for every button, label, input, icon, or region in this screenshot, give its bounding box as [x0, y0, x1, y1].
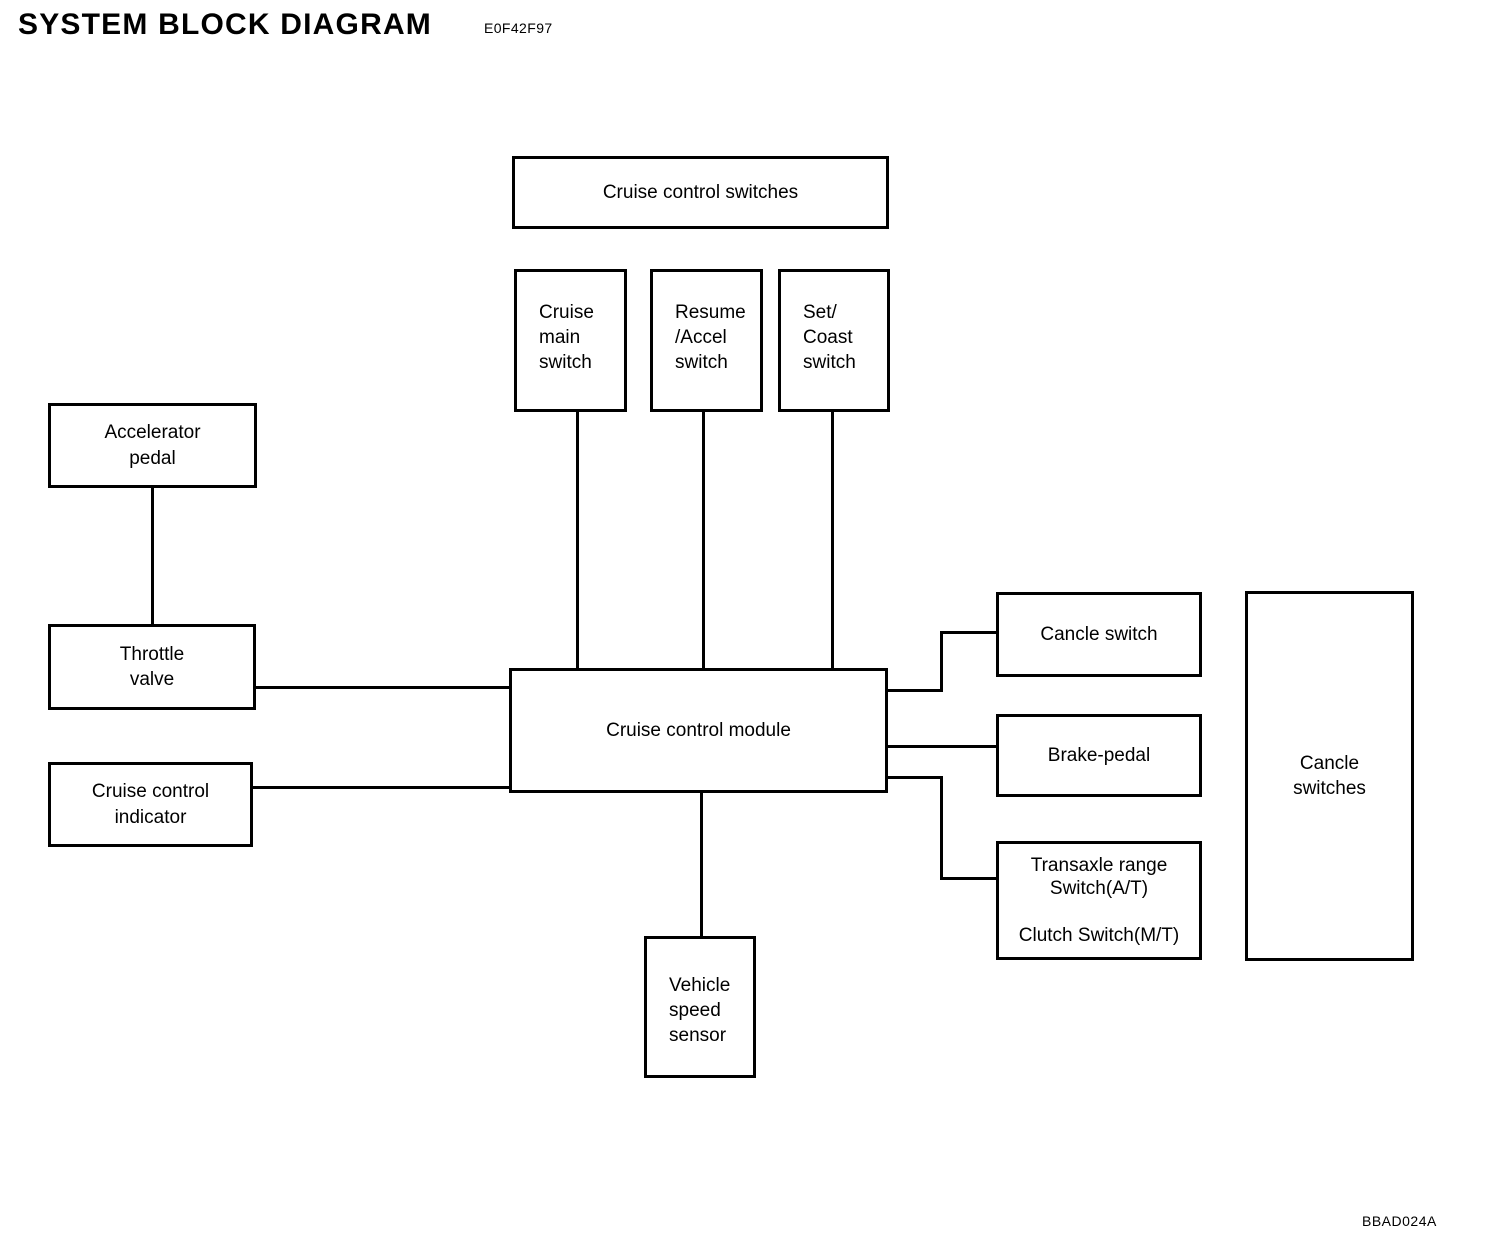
- block-vehicle-speed-sensor-label: Vehicle speed sensor: [669, 975, 731, 1047]
- page-title: SYSTEM BLOCK DIAGRAM: [18, 8, 432, 41]
- block-cruise-main-switch[interactable]: Cruise main switch: [514, 269, 627, 412]
- block-throttle-valve-label: Throttle valve: [119, 643, 185, 690]
- connector-cancle-switch-lead: [940, 631, 999, 634]
- block-set-coast-switch[interactable]: Set/ Coast switch: [778, 269, 890, 412]
- block-transaxle-clutch-switch[interactable]: Transaxle range Switch(A/T) Clutch Switc…: [996, 841, 1202, 960]
- block-transaxle-clutch-switch-label: Transaxle range Switch(A/T) Clutch Switc…: [1018, 855, 1180, 946]
- connector-module-to-cancle-switch-stub: [885, 689, 943, 692]
- block-brake-pedal-label: Brake-pedal: [1047, 744, 1151, 766]
- block-throttle-valve[interactable]: Throttle valve: [48, 624, 256, 710]
- connector-module-to-cancle-switch-riser: [940, 631, 943, 692]
- block-resume-accel-switch-label: Resume /Accel switch: [675, 302, 746, 374]
- block-cruise-control-module[interactable]: Cruise control module: [509, 668, 888, 793]
- block-accelerator-pedal[interactable]: Accelerator pedal: [48, 403, 257, 488]
- block-cruise-main-switch-label: Cruise main switch: [539, 302, 594, 374]
- footer-reference-code: BBAD024A: [1362, 1213, 1437, 1229]
- connector-transaxle-switch-lead: [940, 877, 999, 880]
- block-cruise-control-indicator[interactable]: Cruise control indicator: [48, 762, 253, 847]
- block-cruise-control-switches[interactable]: Cruise control switches: [512, 156, 889, 229]
- block-cruise-control-switches-label: Cruise control switches: [602, 181, 799, 203]
- block-cruise-control-indicator-label: Cruise control indicator: [91, 781, 210, 828]
- block-cancle-switch-label: Cancle switch: [1040, 623, 1158, 645]
- block-set-coast-switch-label: Set/ Coast switch: [803, 302, 856, 374]
- block-accelerator-pedal-label: Accelerator pedal: [104, 422, 201, 469]
- block-resume-accel-switch[interactable]: Resume /Accel switch: [650, 269, 763, 412]
- block-cancle-switch[interactable]: Cancle switch: [996, 592, 1202, 677]
- connector-set-coast-switch-to-module: [831, 411, 834, 670]
- block-cruise-control-module-label: Cruise control module: [606, 719, 791, 741]
- connector-cruise-control-indicator-to-module: [250, 786, 512, 789]
- connector-throttle-valve-to-module: [253, 686, 512, 689]
- block-cancle-switches-group-label: Cancle switches: [1293, 752, 1366, 799]
- connector-cruise-main-switch-to-module: [576, 411, 579, 670]
- connector-module-to-brake-pedal: [885, 745, 999, 748]
- block-cancle-switches-group[interactable]: Cancle switches: [1245, 591, 1414, 961]
- connector-resume-accel-switch-to-module: [702, 411, 705, 670]
- block-vehicle-speed-sensor[interactable]: Vehicle speed sensor: [644, 936, 756, 1078]
- header-reference-code: E0F42F97: [484, 20, 553, 36]
- connector-accelerator-pedal-to-throttle-valve: [151, 485, 154, 626]
- connector-module-to-transaxle-switch-stub: [885, 776, 943, 779]
- connector-module-to-vehicle-speed-sensor: [700, 790, 703, 938]
- block-brake-pedal[interactable]: Brake-pedal: [996, 714, 1202, 797]
- connector-module-to-transaxle-switch-dropper: [940, 776, 943, 880]
